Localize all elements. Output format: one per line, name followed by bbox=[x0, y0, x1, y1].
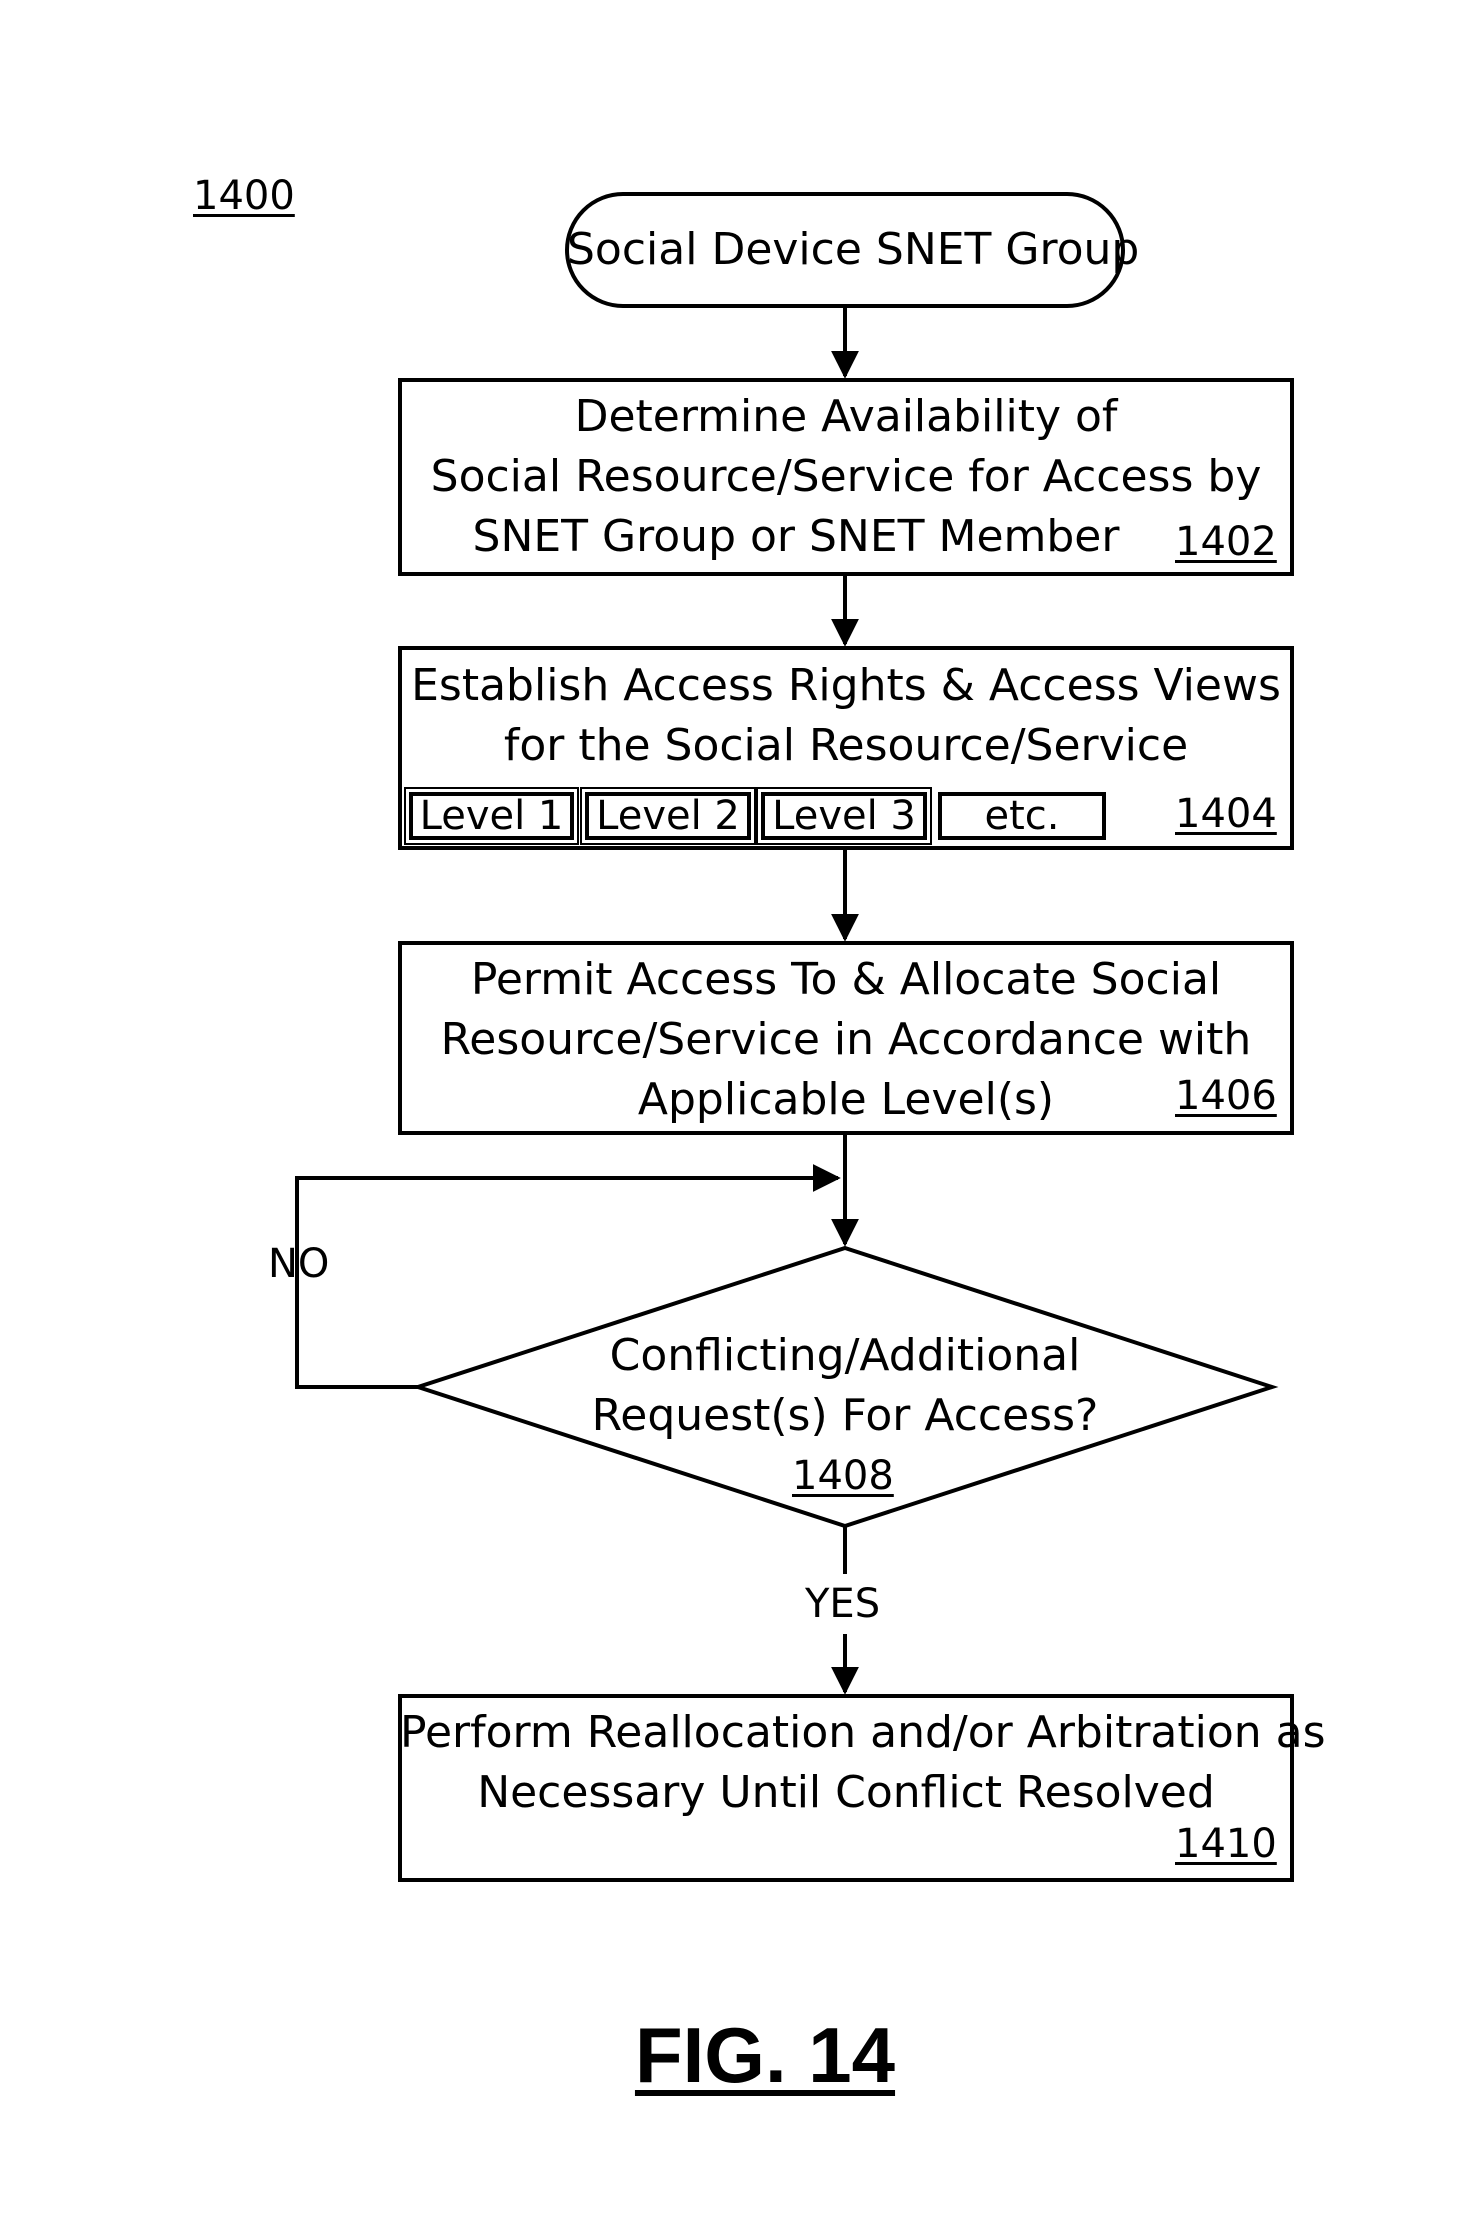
level-etc-box: etc. bbox=[938, 792, 1106, 840]
figure-ref-number: 1400 bbox=[193, 172, 295, 220]
step-1404-line-2: for the Social Resource/Service bbox=[400, 716, 1292, 776]
start-label: Social Device SNET Group bbox=[567, 220, 1123, 280]
step-1406-line-2: Resource/Service in Accordance with bbox=[400, 1010, 1292, 1070]
yes-branch-label: YES bbox=[805, 1580, 880, 1628]
decision-line-1: Conflicting/Additional bbox=[545, 1326, 1145, 1386]
no-branch-label: NO bbox=[268, 1240, 329, 1288]
decision-1408-ref: 1408 bbox=[792, 1452, 894, 1500]
step-1406-ref: 1406 bbox=[1175, 1072, 1277, 1120]
step-1404-ref: 1404 bbox=[1175, 790, 1277, 838]
level-1-box: Level 1 bbox=[409, 792, 574, 840]
step-1406-line-1: Permit Access To & Allocate Social bbox=[400, 950, 1292, 1010]
step-1402-text: Determine Availability of Social Resourc… bbox=[400, 387, 1292, 567]
step-1404-line-1: Establish Access Rights & Access Views bbox=[400, 656, 1292, 716]
step-1402-ref: 1402 bbox=[1175, 518, 1277, 566]
level-3-box: Level 3 bbox=[761, 792, 927, 840]
step-1406-text: Permit Access To & Allocate Social Resou… bbox=[400, 950, 1292, 1130]
decision-line-2: Request(s) For Access? bbox=[545, 1386, 1145, 1446]
step-1404-text: Establish Access Rights & Access Views f… bbox=[400, 656, 1292, 776]
step-1402-line-3: SNET Group or SNET Member bbox=[400, 507, 1292, 567]
step-1406-line-3: Applicable Level(s) bbox=[400, 1070, 1292, 1130]
figure-caption: FIG. 14 bbox=[0, 2010, 1479, 2100]
step-1410-text: Perform Reallocation and/or Arbitration … bbox=[400, 1703, 1292, 1823]
step-1410-ref: 1410 bbox=[1175, 1820, 1277, 1868]
step-1410-line-2: Necessary Until Conflict Resolved bbox=[400, 1763, 1292, 1823]
step-1402-line-2: Social Resource/Service for Access by bbox=[400, 447, 1292, 507]
level-2-box: Level 2 bbox=[585, 792, 751, 840]
decision-1408-text: Conflicting/Additional Request(s) For Ac… bbox=[545, 1326, 1145, 1446]
step-1410-line-1: Perform Reallocation and/or Arbitration … bbox=[400, 1703, 1292, 1763]
step-1402-line-1: Determine Availability of bbox=[400, 387, 1292, 447]
